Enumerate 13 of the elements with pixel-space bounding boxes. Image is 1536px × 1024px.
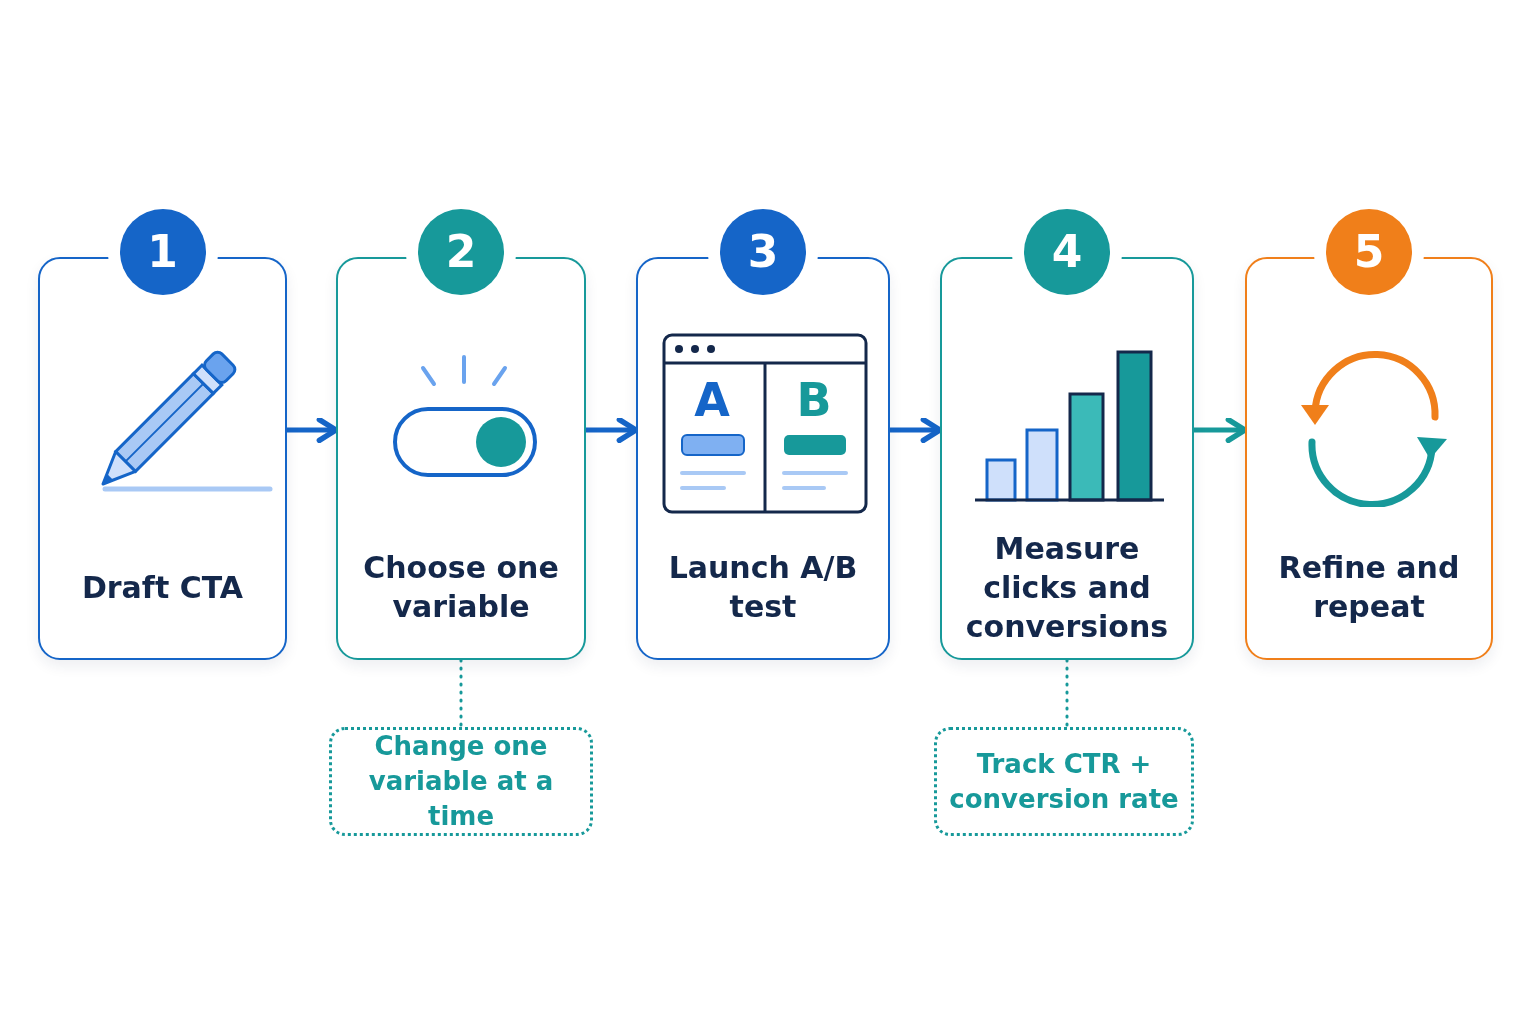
variant-letter: B (796, 372, 832, 428)
variant-letter: A (694, 372, 730, 428)
step-label: Refine and repeat (1277, 549, 1461, 626)
note-box (934, 727, 1194, 836)
dotted-connector (459, 658, 463, 729)
step-label: Launch A/B test (667, 549, 859, 626)
step-label: Measure clicks and conversions (964, 529, 1170, 646)
note-box (329, 727, 593, 836)
note-text: Change one variable at a time (367, 730, 555, 833)
dotted-connector (1065, 658, 1069, 729)
step-label: Choose one variable (362, 549, 560, 626)
step-label: Draft CTA (81, 568, 244, 607)
note-text: Track CTR + conversion rate (949, 747, 1179, 816)
